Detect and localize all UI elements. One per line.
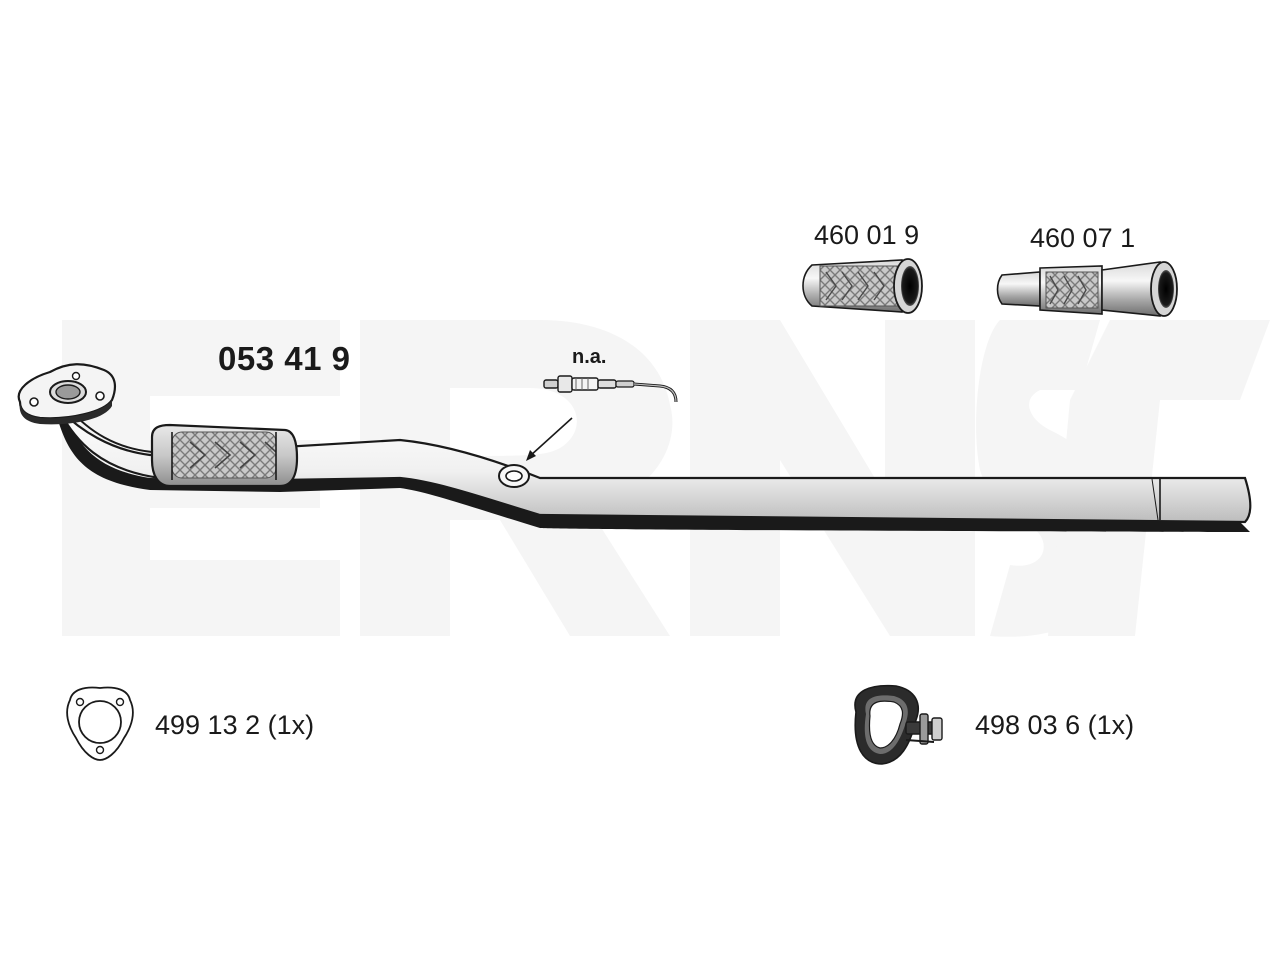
- sensor-not-available-note: n.a.: [572, 346, 607, 368]
- pipe-clamp-icon: [854, 684, 943, 765]
- accessory-part-number-flex-pipe-sleeves: 460 07 1: [1030, 223, 1136, 253]
- flange-gasket-icon: [66, 686, 134, 761]
- accessory-part-number-gasket: 499 13 2 (1x): [155, 710, 315, 740]
- pointer-arrow: [526, 417, 573, 461]
- flex-pipe-icon: [802, 258, 923, 314]
- accessory-part-number-flex-pipe: 460 01 9: [814, 220, 920, 250]
- lambda-sensor-icon: [543, 375, 678, 403]
- accessory-part-number-clamp: 498 03 6 (1x): [975, 710, 1135, 740]
- flex-pipe-with-sleeves-icon: [996, 261, 1178, 317]
- front-pipe-drawing: [17, 363, 1252, 532]
- main-part-number: 053 41 9: [218, 340, 351, 377]
